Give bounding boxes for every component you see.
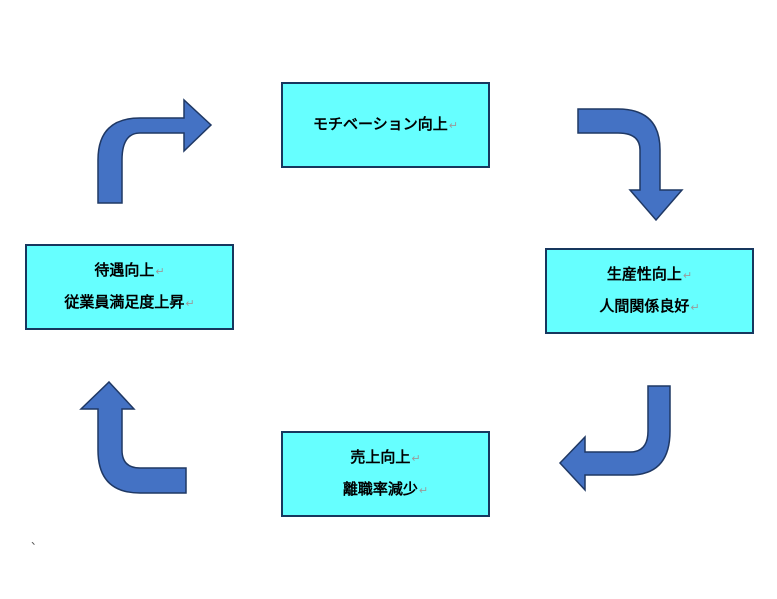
cycle-box-sales: 売上向上↵ 離職率減少↵: [281, 431, 490, 517]
paragraph-mark-icon: ↵: [690, 301, 700, 314]
paragraph-mark-icon: ↵: [682, 269, 693, 282]
box-text-line: 離職率減少↵: [342, 480, 429, 498]
arrow-bottom-to-left: [79, 380, 187, 494]
box-text-line: 従業員満足度上昇↵: [64, 293, 195, 311]
paragraph-mark-icon: ↵: [418, 484, 429, 497]
box-text-line: 売上向上↵: [350, 448, 421, 466]
cycle-box-productivity: 生産性向上↵ 人間関係良好↵: [545, 248, 754, 334]
box-text-line: 待遇向上↵: [94, 261, 165, 279]
paragraph-mark-icon: ↵: [155, 265, 165, 278]
cycle-box-treatment: 待遇向上↵ 従業員満足度上昇↵: [25, 244, 234, 330]
paragraph-mark-icon: ↵: [448, 119, 458, 132]
cycle-box-motivation: モチベーション向上↵: [281, 82, 490, 168]
box-text-line: 人間関係良好↵: [599, 297, 700, 315]
box-text-line: モチベーション向上↵: [313, 115, 458, 133]
paragraph-mark-icon: ↵: [411, 452, 421, 465]
box-text-line: 生産性向上↵: [606, 265, 693, 283]
arrow-top-to-right: [577, 108, 684, 222]
paragraph-mark-icon: ↵: [185, 297, 195, 310]
arrow-left-to-top: [97, 98, 213, 204]
stray-mark: 、: [31, 534, 42, 547]
arrow-right-to-bottom: [558, 385, 671, 492]
